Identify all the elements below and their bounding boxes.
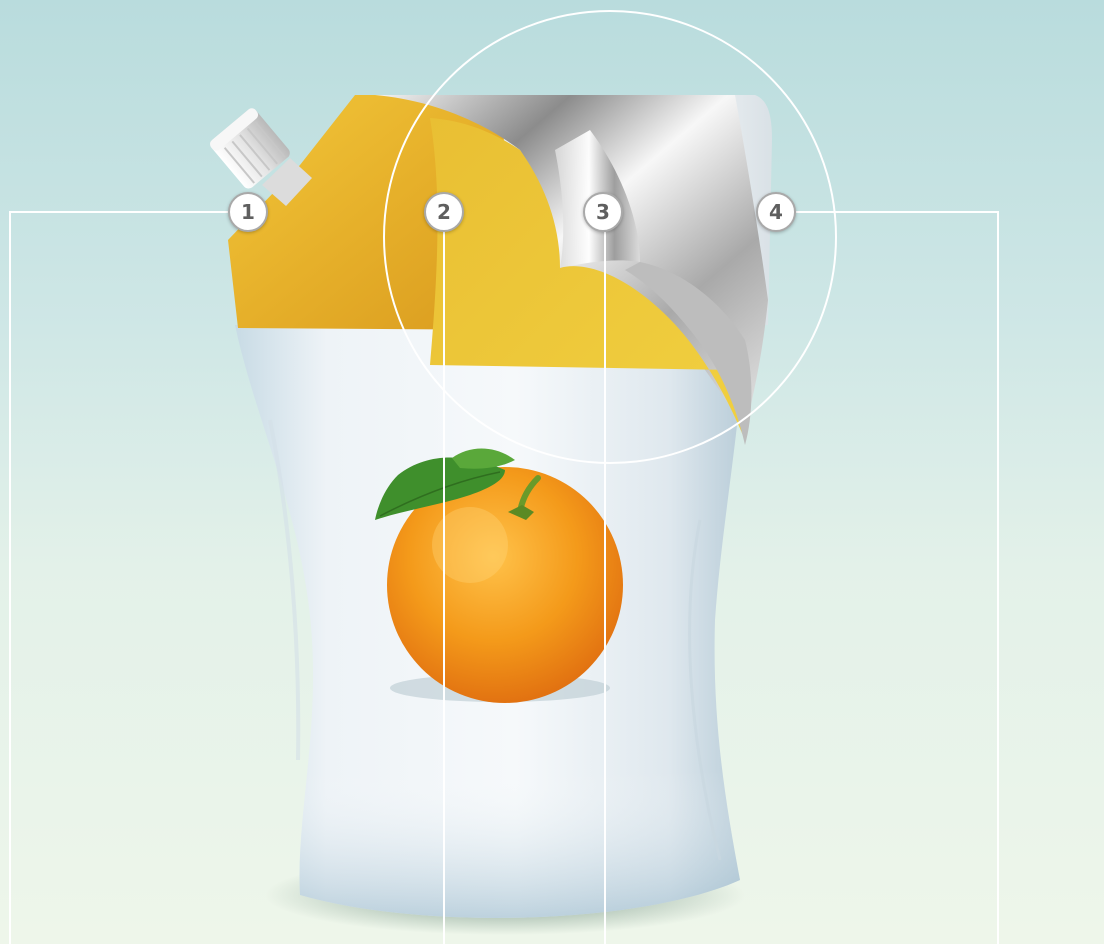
callout-4-inner-layer: 4 — [756, 192, 796, 232]
callout-2-outer-printed-layer: 2 — [424, 192, 464, 232]
guide-line-1 — [10, 212, 228, 944]
callout-number: 4 — [769, 202, 783, 222]
callout-3-foil-barrier-layer: 3 — [583, 192, 623, 232]
callout-1-spout-cap: 1 — [228, 192, 268, 232]
callout-number: 2 — [437, 202, 451, 222]
guide-line-4 — [796, 212, 998, 944]
callout-number: 1 — [241, 202, 255, 222]
callout-number: 3 — [596, 202, 610, 222]
